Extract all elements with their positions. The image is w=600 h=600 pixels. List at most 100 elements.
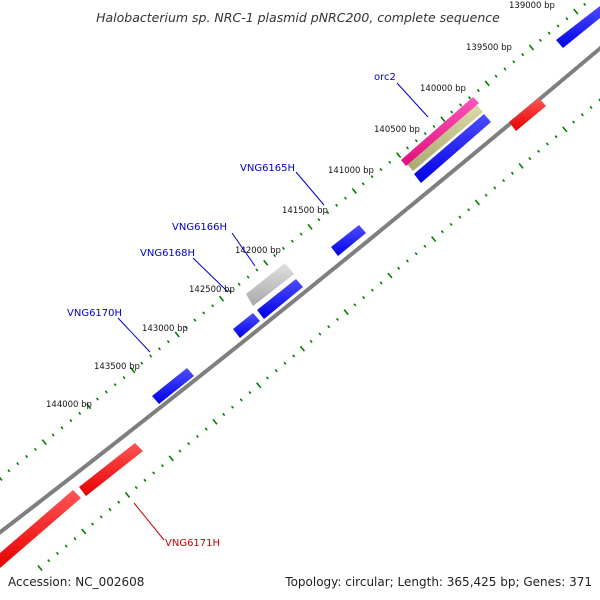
tick-mark xyxy=(99,515,103,519)
tick-mark xyxy=(16,462,20,466)
tick-mark xyxy=(85,403,92,410)
tick-mark xyxy=(168,455,174,462)
feature-vng6168h[interactable] xyxy=(233,313,260,338)
tick-mark xyxy=(459,103,463,107)
tick-mark xyxy=(104,390,108,394)
tick-mark xyxy=(467,208,471,212)
tick-mark xyxy=(414,252,418,256)
tick-mark xyxy=(449,222,453,226)
tick-mark xyxy=(562,126,568,133)
tick-mark xyxy=(160,464,164,468)
tick-mark xyxy=(140,361,144,365)
leader-vng6170h xyxy=(117,317,151,353)
leader-vng6168h xyxy=(192,257,229,293)
tick-mark xyxy=(122,375,126,380)
feature-vng6171h-a[interactable] xyxy=(79,443,143,496)
tick-mark xyxy=(178,449,182,453)
accession-label: Accession: NC_002608 xyxy=(8,575,144,589)
gene-label-orc2[interactable]: orc2 xyxy=(374,72,396,83)
tick-mark xyxy=(113,383,117,387)
tick-mark xyxy=(273,253,277,258)
tick-mark xyxy=(474,199,481,206)
tick-mark xyxy=(327,325,331,329)
tick-mark xyxy=(212,418,218,425)
feature-orc2[interactable] xyxy=(414,114,491,183)
feature-vng6171h-b[interactable] xyxy=(0,490,81,568)
tick-mark xyxy=(95,397,99,401)
tick-mark xyxy=(343,196,347,200)
tick-mark xyxy=(41,439,47,446)
tick-mark xyxy=(265,376,269,380)
tick-mark xyxy=(248,390,252,395)
tick-mark xyxy=(379,281,383,285)
tick-mark xyxy=(47,559,51,563)
tick-mark xyxy=(521,53,525,57)
tick-mark xyxy=(64,544,68,548)
tick-mark xyxy=(379,167,383,172)
tick-mark xyxy=(222,412,226,417)
tick-mark xyxy=(0,476,3,481)
feature-reverse-top[interactable] xyxy=(509,98,546,131)
reverse-features xyxy=(0,98,546,568)
gene-label-vng6166h[interactable]: VNG6166H xyxy=(172,222,227,233)
tick-mark xyxy=(157,347,161,351)
feature-vng6165h[interactable] xyxy=(331,225,366,256)
pos-label-139000: 139000 bp xyxy=(509,1,555,11)
tick-mark xyxy=(143,478,147,482)
tick-mark xyxy=(246,275,250,279)
tick-mark xyxy=(307,223,313,230)
tick-mark xyxy=(124,491,131,498)
tick-mark xyxy=(405,259,409,263)
tick-mark xyxy=(230,405,234,409)
position-labels: 139000 bp 139500 bp 140000 bp 140500 bp … xyxy=(46,1,555,410)
tick-mark xyxy=(484,80,490,87)
feature-vng6166h[interactable] xyxy=(257,279,303,319)
gene-label-vng6170h[interactable]: VNG6170H xyxy=(67,308,122,319)
tick-mark xyxy=(458,215,462,219)
tick-mark xyxy=(25,454,29,459)
tick-mark xyxy=(405,146,409,150)
tick-mark xyxy=(503,67,507,71)
tick-mark xyxy=(134,485,138,490)
tick-mark xyxy=(283,361,287,365)
feature-top-right[interactable] xyxy=(556,6,600,48)
tick-mark xyxy=(387,272,393,279)
gene-label-vng6168h[interactable]: VNG6168H xyxy=(140,248,195,259)
pos-label-143000: 143000 bp xyxy=(142,324,188,334)
tick-mark xyxy=(184,325,188,329)
tick-mark xyxy=(572,120,576,124)
tick-mark xyxy=(440,116,446,123)
tick-mark xyxy=(397,266,401,270)
pos-label-139500: 139500 bp xyxy=(466,43,512,53)
tick-mark xyxy=(130,367,136,374)
tick-mark xyxy=(370,288,374,292)
tick-mark xyxy=(353,303,357,307)
tick-mark xyxy=(78,411,82,416)
tick-mark xyxy=(237,282,241,286)
pos-label-141000: 141000 bp xyxy=(328,166,374,176)
genome-summary: Topology: circular; Length: 365,425 bp; … xyxy=(284,575,592,589)
tick-mark xyxy=(502,178,506,183)
tick-mark xyxy=(299,345,306,352)
tick-mark xyxy=(388,160,392,164)
tick-mark xyxy=(73,537,77,541)
tick-mark xyxy=(423,244,427,248)
tick-mark xyxy=(317,218,321,222)
tick-mark xyxy=(166,340,170,344)
tick-mark xyxy=(484,193,488,197)
tick-mark xyxy=(90,522,94,526)
tick-mark xyxy=(60,426,64,430)
tick-mark xyxy=(395,152,402,159)
tick-mark xyxy=(193,318,197,322)
gene-label-vng6171h[interactable]: VNG6171H xyxy=(165,538,220,549)
tick-mark xyxy=(174,331,180,338)
feature-vng6170h[interactable] xyxy=(152,368,194,404)
tick-mark xyxy=(362,295,366,300)
tick-mark xyxy=(281,246,285,250)
tick-mark xyxy=(343,309,349,316)
tick-mark xyxy=(467,96,472,100)
gene-label-vng6165h[interactable]: VNG6165H xyxy=(240,163,295,174)
pos-label-141500: 141500 bp xyxy=(282,206,328,216)
tick-mark xyxy=(204,427,208,431)
